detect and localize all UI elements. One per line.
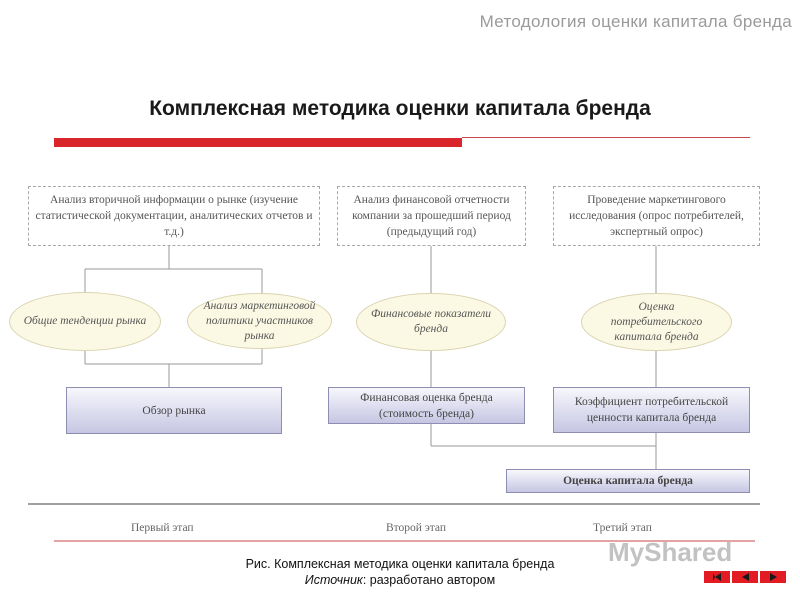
stage-label-1: Первый этап: [131, 522, 194, 534]
page-title: Комплексная методика оценки капитала бре…: [149, 97, 651, 120]
first-slide-icon: [713, 573, 721, 581]
previous-slide-icon: [741, 573, 749, 581]
first-slide-button[interactable]: [704, 571, 730, 583]
watermark-logo: MyShared: [608, 537, 733, 567]
stage-label-2: Второй этап: [386, 522, 447, 534]
factor-consumer-capital: Оценка потребительского капитала бренда: [581, 293, 732, 351]
result-consumer-value-coefficient: Коэффициент потребительской ценности кап…: [553, 387, 750, 433]
factor-marketing-policy: Анализ маркетинговой политики участников…: [187, 293, 332, 349]
next-slide-button[interactable]: [760, 571, 786, 583]
figure-source-text: : разработано автором: [362, 573, 496, 587]
result-market-overview: Обзор рынка: [66, 387, 282, 434]
figure-source-label: Источник: [304, 573, 363, 587]
factor-market-trends: Общие тенденции рынка: [9, 292, 161, 351]
title-underline-rule: [462, 137, 750, 138]
figure-caption: Рис. Комплексная методика оценки капитал…: [245, 557, 555, 571]
figure-source: Источник: разработано автором: [0, 573, 800, 587]
final-brand-equity-assessment: Оценка капитала бренда: [506, 469, 750, 493]
factor-financial-indicators: Финансовые показатели бренда: [356, 293, 506, 351]
source-box-marketing-research: Проведение маркетингового исследования (…: [553, 186, 760, 246]
source-box-market-analysis: Анализ вторичной информации о рынке (изу…: [28, 186, 320, 246]
stage-label-3: Третий этап: [593, 522, 652, 534]
next-slide-icon: [769, 573, 777, 581]
source-box-financial-analysis: Анализ финансовой отчетности компании за…: [337, 186, 526, 246]
header-title: Методология оценки капитала бренда: [479, 12, 792, 31]
result-financial-valuation: Финансовая оценка бренда (стоимость брен…: [328, 387, 525, 424]
previous-slide-button[interactable]: [732, 571, 758, 583]
title-underline-bar: [54, 138, 462, 147]
